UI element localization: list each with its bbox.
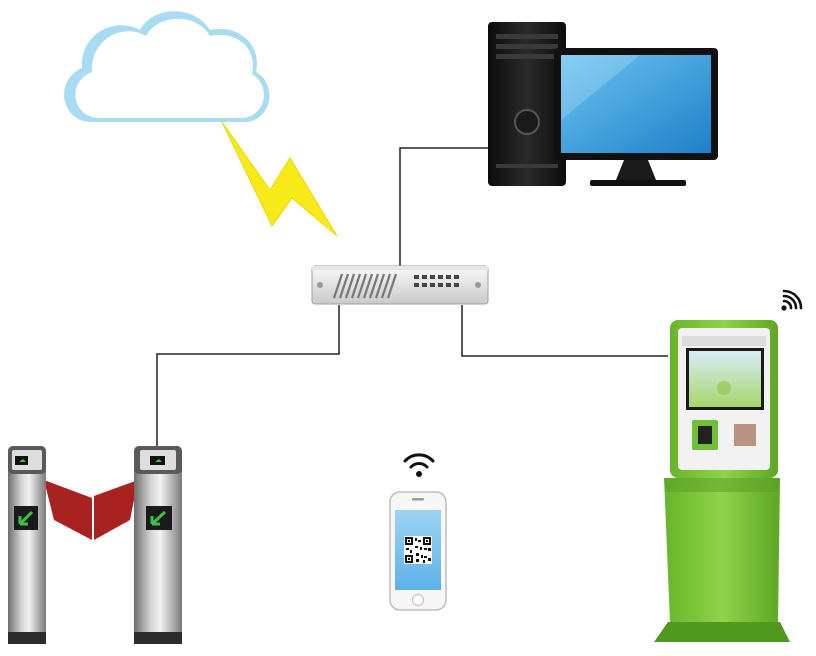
- qr-code: [404, 536, 432, 564]
- phone-home-button: [411, 593, 425, 607]
- kiosk-card-slot: [734, 424, 756, 446]
- kiosk-base: [654, 622, 790, 642]
- switch-vent: [332, 273, 398, 299]
- wifi-icon: [403, 453, 435, 477]
- lightning-bolt-icon: [221, 121, 338, 237]
- monitor-stand: [616, 160, 656, 180]
- connection-lines: [156, 147, 668, 446]
- gate-flap: [94, 480, 138, 540]
- wifi-signal-icon: [781, 289, 803, 311]
- kiosk-pedestal: [664, 478, 780, 622]
- switch-ports: [414, 275, 459, 287]
- computer-tower: [488, 22, 566, 186]
- link-switch-turnstile: [156, 305, 340, 446]
- turnstile-gate-icon: [8, 446, 92, 644]
- link-switch-kiosk: [461, 305, 668, 357]
- desktop-computer-icon: [488, 22, 718, 186]
- cloud-icon: [64, 11, 270, 122]
- self-service-kiosk-icon: [654, 320, 790, 642]
- link-switch-computer: [399, 147, 488, 268]
- turnstile-gate-icon: [94, 446, 182, 644]
- computer-screen: [561, 55, 711, 153]
- gate-flap: [44, 480, 92, 540]
- network-switch-icon: [311, 265, 489, 305]
- smartphone-qr-code-icon: [389, 491, 447, 611]
